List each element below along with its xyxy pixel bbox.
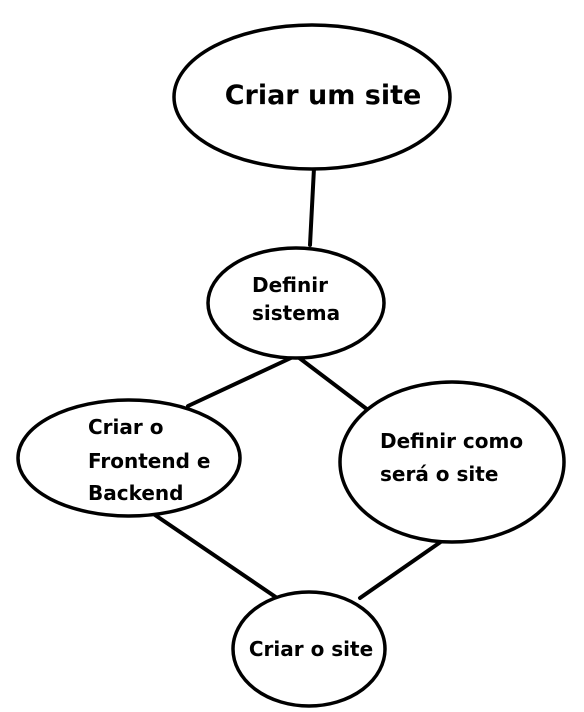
node-frontback-ellipse: [16, 398, 242, 518]
node-root: Criar um site: [172, 23, 452, 171]
node-sistema: Definir sistema: [206, 246, 386, 360]
node-frontback-line-1: Criar o: [88, 415, 163, 439]
edge-sistema-como: [296, 355, 370, 412]
node-root-ellipse: [172, 23, 452, 171]
edge-frontback-site: [153, 513, 285, 604]
edges: [153, 166, 444, 604]
node-site-ellipse: [231, 590, 387, 708]
node-frontback-label: Criar o Frontend e Backend: [88, 415, 217, 505]
node-sistema-line-2: sistema: [252, 301, 340, 325]
node-como-ellipse: [338, 380, 566, 544]
node-como-line-2: será o site: [380, 462, 498, 486]
node-root-label: Criar um site: [225, 80, 422, 111]
node-sistema-label: Definir sistema: [252, 273, 340, 325]
edge-sistema-frontback: [186, 355, 295, 408]
node-site: Criar o site: [231, 590, 387, 708]
node-site-line-1: Criar o site: [249, 637, 373, 661]
node-frontback-line-3: Backend: [88, 481, 183, 505]
node-site-label: Criar o site: [249, 637, 373, 661]
node-frontback-line-2: Frontend e: [88, 449, 210, 473]
node-frontback: Criar o Frontend e Backend: [16, 398, 242, 518]
node-sistema-line-1: Definir: [252, 273, 328, 297]
edge-como-site: [358, 539, 444, 600]
node-sistema-ellipse: [206, 246, 386, 360]
node-como-line-1: Definir como: [380, 429, 523, 453]
node-root-line-1: Criar um site: [225, 80, 422, 111]
edge-root-sistema: [308, 166, 316, 247]
node-como-label: Definir como será o site: [380, 429, 530, 486]
node-como: Definir como será o site: [338, 380, 566, 544]
